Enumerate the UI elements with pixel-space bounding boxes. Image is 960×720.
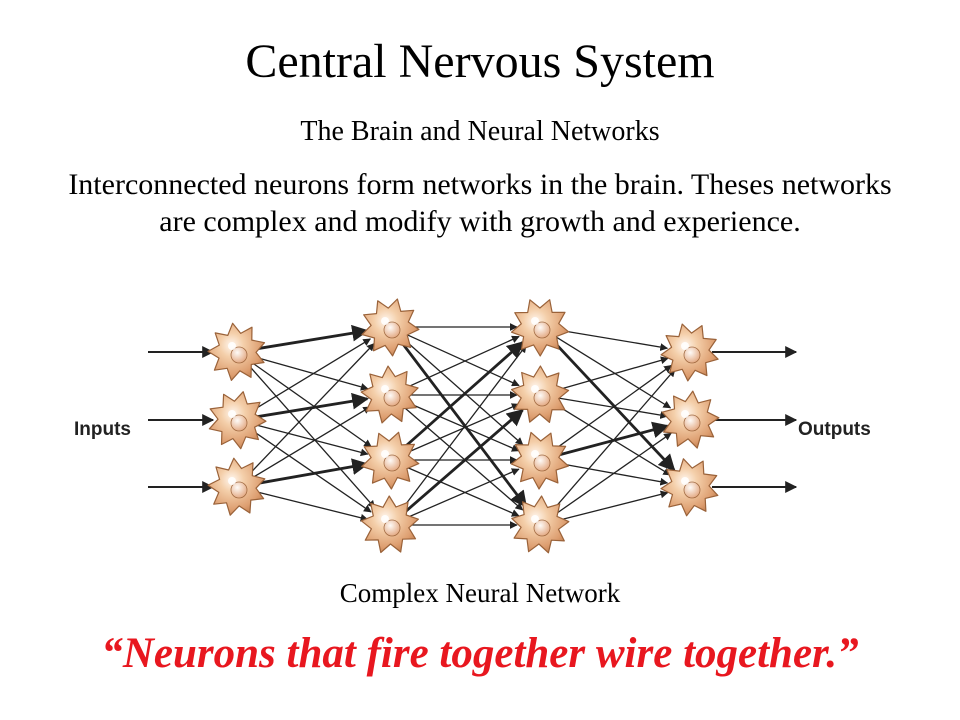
connection-arrow [400,341,528,509]
neuron-nucleus [533,321,551,339]
io-arrows [148,346,798,493]
neuron [510,299,570,357]
neuron-highlight [381,317,389,325]
connection-arrow [253,406,371,478]
connection-arrow [407,335,520,388]
neuron [660,458,719,517]
connection-arrow [256,324,369,351]
neuron-highlight [228,342,236,350]
neuron-nucleus [383,321,401,339]
neuron [207,322,266,381]
neuron-nucleus [383,389,401,407]
slide-title: Central Nervous System [245,35,715,88]
slide-subtitle: The Brain and Neural Networks [300,116,660,147]
connection-arrow [256,458,370,485]
neuron-highlight [681,477,689,485]
neuron [511,495,570,554]
neurons [207,298,720,554]
neuron [360,495,419,554]
neuron [510,431,569,490]
neuron [510,365,570,423]
neuron-highlight [381,450,389,458]
neuron-highlight [531,317,539,325]
diagram-caption: Complex Neural Network [339,578,621,608]
outputs-label: Outputs [798,419,871,440]
neuron-connections [249,323,676,529]
connection-arrow [404,339,524,446]
neuron-nucleus [383,454,401,472]
connection-arrow [559,329,669,351]
neuron [361,431,420,490]
neuron-highlight [381,385,389,393]
connection-arrow [401,344,527,510]
neuron [660,323,719,382]
connection-arrow [253,338,372,411]
neuron-highlight [681,410,689,418]
neuron-highlight [381,515,389,523]
connection-arrow [255,356,369,391]
slide-body-text: Interconnected neurons form networks in … [68,168,892,238]
connection-arrow [256,491,369,522]
neuron-nucleus [533,519,551,537]
connection-arrow [558,356,669,391]
neuron [661,390,720,449]
neuron-nucleus [683,346,701,364]
inputs-label: Inputs [74,419,131,440]
neuron-nucleus [230,414,248,432]
neuron-nucleus [533,454,551,472]
connection-arrow [404,408,524,514]
connection-arrow [255,424,369,457]
neural-network-diagram: Inputs Outputs [74,298,871,554]
connection-arrow [555,364,672,449]
neuron-highlight [531,450,539,458]
neuron-nucleus [383,519,401,537]
connection-arrow [249,366,376,509]
neuron-nucleus [683,414,701,432]
connection-arrow [252,430,372,513]
neuron [361,298,420,357]
quote-text: “Neurons that fire together wire togethe… [101,630,859,677]
connection-arrow [407,468,520,518]
neuron-nucleus [683,481,701,499]
neuron-nucleus [533,389,551,407]
connection-arrow [552,368,676,511]
connection-arrow [552,340,676,472]
connection-arrow [555,432,672,515]
connection-arrow [252,362,372,448]
connection-arrow [403,341,525,448]
neuron-highlight [531,385,539,393]
connection-arrow [407,334,520,387]
neuron-highlight [681,342,689,350]
neuron [207,457,266,516]
neuron-nucleus [230,346,248,364]
neuron-nucleus [230,481,248,499]
neuron-highlight [228,477,236,485]
connection-arrow [556,336,672,409]
neuron-highlight [228,410,236,418]
neuron [208,391,267,450]
neuron [360,365,419,424]
neuron-highlight [531,515,539,523]
connection-arrow [404,407,524,511]
connection-arrow [559,490,669,521]
connection-arrow [250,343,375,474]
